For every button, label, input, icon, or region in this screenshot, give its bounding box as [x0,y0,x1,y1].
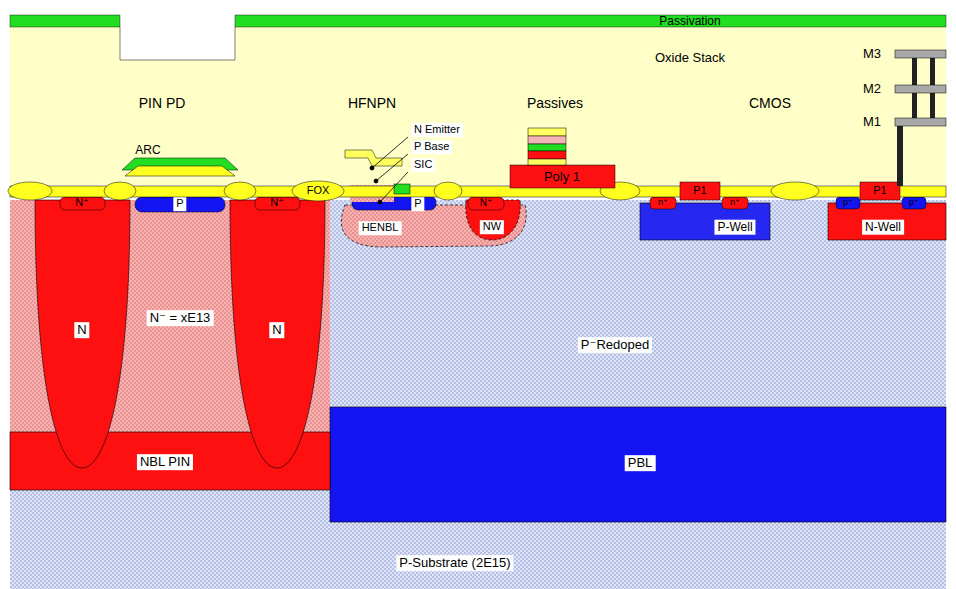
n-plus-diffusion [722,197,748,209]
p-silicon [10,200,946,589]
capacitor-layer [528,151,566,159]
oxide-label: FOX [307,185,330,197]
n-plus-diffusion [468,197,504,210]
pbl-layer [330,407,946,522]
sinker-region: N N⁺ [230,200,325,468]
region-label: P1 [873,185,886,197]
region-label: PBL [625,455,656,471]
section-label: CMOS [749,96,791,111]
capacitor-layer [528,128,566,136]
p-plus-diffusion [902,197,926,209]
region-label: NW [480,220,504,234]
diffusion-region: n⁺ [722,197,748,209]
region-label: p⁺ [843,198,853,207]
gate-poly: P1 [860,182,900,200]
n-plus-diffusion [60,197,105,210]
region-label: Poly 1 [544,170,580,184]
buried-layer: PBL [330,407,946,522]
region-label: N [74,322,89,338]
metal-layer [895,50,946,126]
metal-label: M2 [863,82,881,96]
buried-layer: NBL PIN [10,432,330,490]
emitter-poly [345,150,402,166]
section-label: HFNPN [348,96,396,111]
region-label: Passivation [659,15,720,28]
well-region: N-Wellp⁺p⁺ [828,203,946,240]
sic-implant [394,184,410,194]
callout-leader [370,137,408,204]
passivation-layer [235,15,946,27]
region-label: p⁺ [909,198,919,207]
region-label: P [173,197,186,211]
callout-label: N Emitter [411,123,463,137]
gate-poly [680,182,720,200]
capacitor-layer [528,144,566,151]
section-label: Passives [527,96,583,111]
layer-label: ARC [135,144,160,157]
capacitor-layer [528,159,566,165]
diffusion-region: p⁺ [836,197,860,209]
poly-resistor [510,165,615,188]
region-label: N-Well [862,220,904,235]
diffusion-region: N⁺ [255,197,300,210]
substrate-region: P-Substrate (2E15) [10,490,946,589]
base-contact: P [400,197,435,210]
diffusion-region: n⁺ [650,197,676,209]
n-sinker [230,200,325,468]
region-label: n⁺ [730,198,740,207]
poly-resistor: Poly 1 [510,165,615,188]
pad-opening [120,27,235,60]
n-plus-diffusion [650,197,676,209]
region-label: P⁻Redoped [578,337,652,353]
p-anode [135,197,225,212]
metal-label: M1 [863,115,881,129]
passivation-layer [10,15,120,27]
region-label: HENBL [359,221,402,235]
anode-region: P [135,197,225,212]
region-label: N [269,322,284,338]
n-plus-diffusion [255,197,300,210]
region-label: n⁺ [658,198,668,207]
region-label: N⁺ [480,198,493,209]
region-label: P-Substrate (2E15) [396,555,513,571]
diffusion-region: N⁺ [60,197,105,210]
gate-poly [860,182,900,200]
sinker-region: N N⁺ [35,200,130,468]
well-region: NW N⁺ [465,200,522,240]
doped-region: P⁻Redoped [330,203,946,407]
region-label: P [411,197,424,211]
metal-label: M3 [863,47,881,61]
region-label: N⁻ = xE13 [147,310,214,326]
gate-poly: P1 [680,182,720,200]
diffusion-region: p⁺ [902,197,926,209]
callout-label: P Base [411,140,452,154]
region-label: NBL PIN [137,454,193,470]
section-label: PIN PD [139,96,186,111]
region-label: Oxide Stack [655,51,725,65]
doped-region: N⁻ = xE13 P [10,200,330,432]
well-region: P-Welln⁺n⁺ [640,203,770,240]
region-label: P-Well [714,220,755,235]
diffusion-region: N⁺ [468,197,504,210]
passivation-band: Passivation [235,15,946,27]
region-label: N⁺ [270,197,284,209]
callout-label: SIC [411,158,435,172]
oxide-stack [10,27,946,185]
n-sinker [35,200,130,468]
region-label: N⁺ [75,197,89,209]
region-label: P1 [693,185,706,197]
capacitor-layer [528,136,566,144]
arc-layer [125,166,235,176]
p-plus-diffusion [836,197,860,209]
